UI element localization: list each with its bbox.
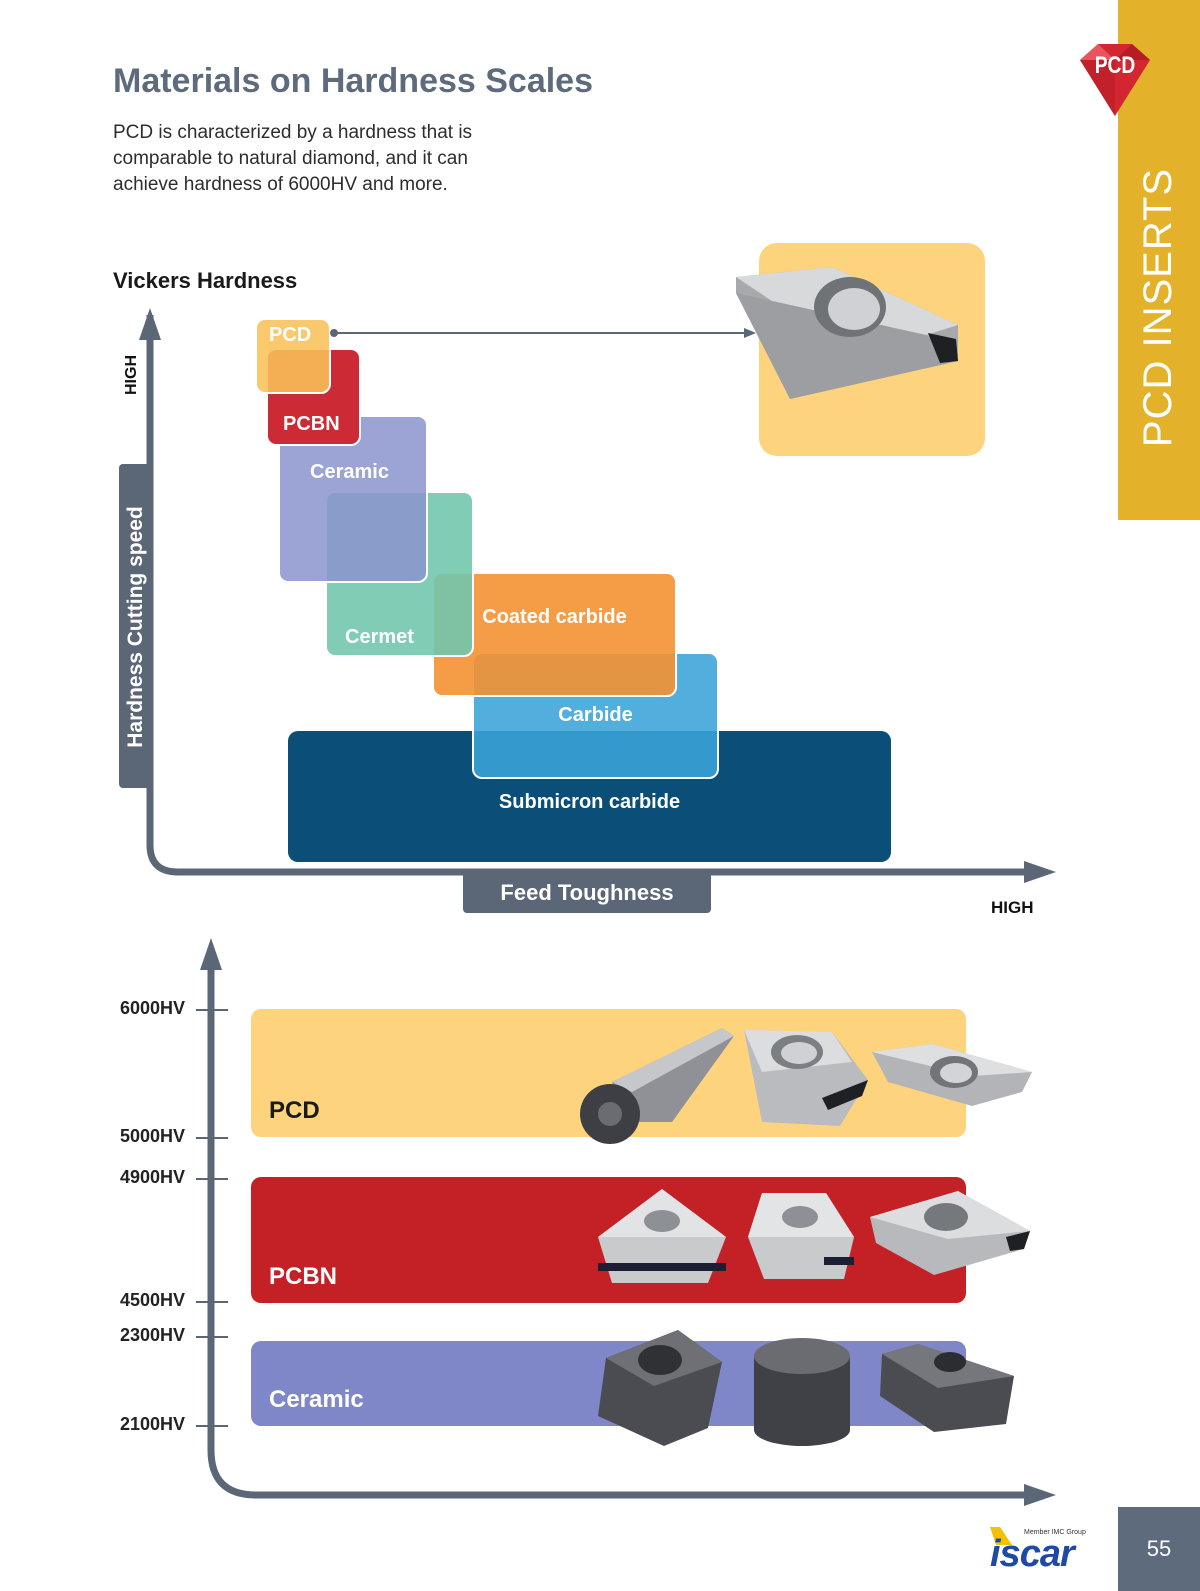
brand-tagline: Member IMC Group xyxy=(1024,1529,1086,1536)
brand-name: iscar xyxy=(990,1533,1075,1575)
iscar-logo: Member IMC Group iscar xyxy=(990,1527,1090,1577)
tick-label-2300: 2300HV xyxy=(119,1325,185,1345)
upper-x-axis-label: Feed Toughness xyxy=(463,873,711,913)
upper-y-axis-label: Hardness Cutting speed xyxy=(124,506,147,748)
material-label-coated-carbide: Coated carbide xyxy=(482,606,627,628)
section-sidebar-label: PCD INSERTS xyxy=(1136,167,1181,448)
pointer-arrow xyxy=(330,328,756,338)
tick-4500 xyxy=(196,1301,228,1303)
pcd-badge-label: PCD xyxy=(1094,52,1136,79)
diamond-icon xyxy=(1080,44,1150,116)
band-label-pcd: PCD xyxy=(269,1097,320,1124)
band-label-ceramic: Ceramic xyxy=(269,1386,364,1413)
upper-y-high-label: HIGH xyxy=(123,355,140,395)
ceramic-inserts-icon xyxy=(598,1330,1014,1446)
intro-paragraph: PCD is characterized by a hardness that … xyxy=(113,122,473,195)
material-label-ceramic: Ceramic xyxy=(310,461,389,483)
upper-chart-axes xyxy=(139,308,1056,883)
logo-mark-icon xyxy=(990,1527,1012,1545)
tick-5000 xyxy=(196,1137,228,1139)
tick-2300 xyxy=(196,1336,228,1338)
pcd-insert-icon xyxy=(736,267,958,399)
tick-label-2100: 2100HV xyxy=(119,1414,185,1434)
upper-chart-title: Vickers Hardness xyxy=(113,268,298,293)
tick-label-6000: 6000HV xyxy=(119,998,185,1018)
upper-y-axis-label-box: Hardness Cutting speed xyxy=(119,464,153,788)
material-label-carbide: Carbide xyxy=(558,704,633,726)
tick-4900 xyxy=(196,1178,228,1180)
band-label-pcbn: PCBN xyxy=(269,1263,338,1290)
material-label-submicron-carbide: Submicron carbide xyxy=(498,791,681,813)
page-number: 55 xyxy=(1118,1507,1200,1591)
material-label-pcbn: PCBN xyxy=(283,413,340,435)
upper-y-high-wrap: HIGH xyxy=(117,352,147,402)
tick-2100 xyxy=(196,1425,228,1427)
lower-chart-axes xyxy=(200,938,1056,1506)
material-label-cermet: Cermet xyxy=(345,626,414,648)
pcd-inserts-icon xyxy=(580,1028,1032,1144)
pcd-badge: PCD xyxy=(1070,40,1160,120)
tick-label-4500: 4500HV xyxy=(119,1290,185,1310)
page-title: Materials on Hardness Scales xyxy=(113,62,594,100)
material-label-pcd: PCD xyxy=(269,324,312,346)
pcbn-inserts-icon xyxy=(598,1189,1030,1283)
tick-label-5000: 5000HV xyxy=(119,1126,185,1146)
tick-6000 xyxy=(196,1009,228,1011)
upper-x-high-label: HIGH xyxy=(991,898,1034,917)
tick-label-4900: 4900HV xyxy=(119,1167,185,1187)
material-box-pcd: PCD xyxy=(255,318,331,394)
